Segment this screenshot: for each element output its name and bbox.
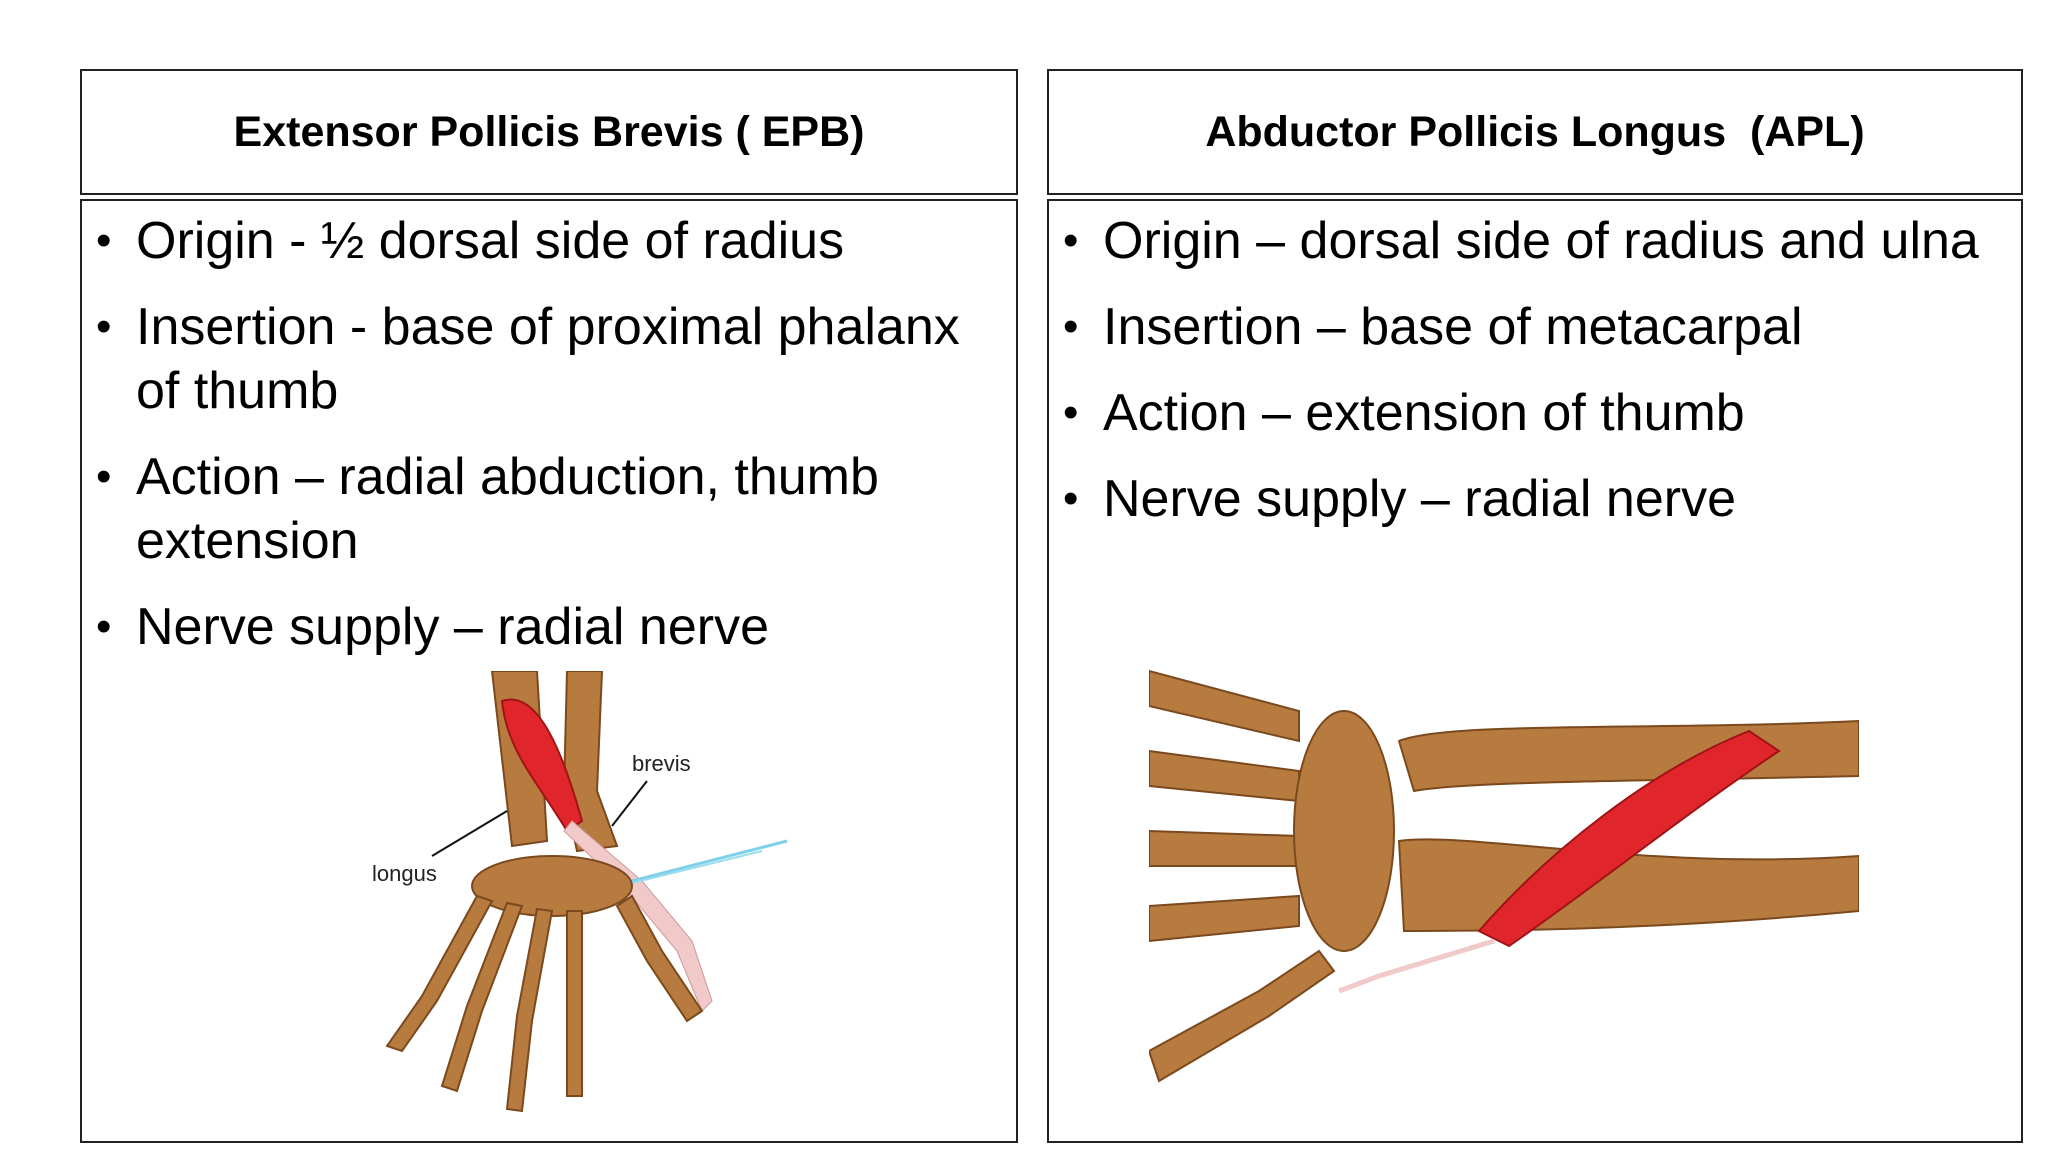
apl-points: Origin – dorsal side of radius and ulna …: [1049, 209, 2021, 553]
epb-hand-illustration: brevis longus: [372, 671, 788, 1113]
apl-muscle: [1477, 729, 1781, 948]
longus-label: longus: [372, 861, 437, 886]
epb-points: Origin - ½ dorsal side of radius Inserti…: [82, 209, 1016, 681]
epb-insertion: Insertion - base of proximal phalanx of …: [82, 295, 1016, 423]
apl-origin: Origin – dorsal side of radius and ulna: [1049, 209, 2021, 273]
epb-heading: Extensor Pollicis Brevis ( EPB): [80, 69, 1018, 195]
apl-forearm-illustration: [1149, 669, 1859, 1083]
epb-action: Action – radial abduction, thumb extensi…: [82, 445, 1016, 573]
epb-muscle: [500, 698, 584, 833]
epb-panel: Origin - ½ dorsal side of radius Inserti…: [80, 199, 1018, 1143]
brevis-label: brevis: [632, 751, 691, 776]
apl-action: Action – extension of thumb: [1049, 381, 2021, 445]
epb-origin: Origin - ½ dorsal side of radius: [82, 209, 1016, 273]
apl-heading: Abductor Pollicis Longus (APL): [1047, 69, 2023, 195]
apl-insertion: Insertion – base of metacarpal: [1049, 295, 2021, 359]
epb-nerve-supply: Nerve supply – radial nerve: [82, 595, 1016, 659]
apl-panel: Origin – dorsal side of radius and ulna …: [1047, 199, 2023, 1143]
apl-nerve-supply: Nerve supply – radial nerve: [1049, 467, 2021, 531]
